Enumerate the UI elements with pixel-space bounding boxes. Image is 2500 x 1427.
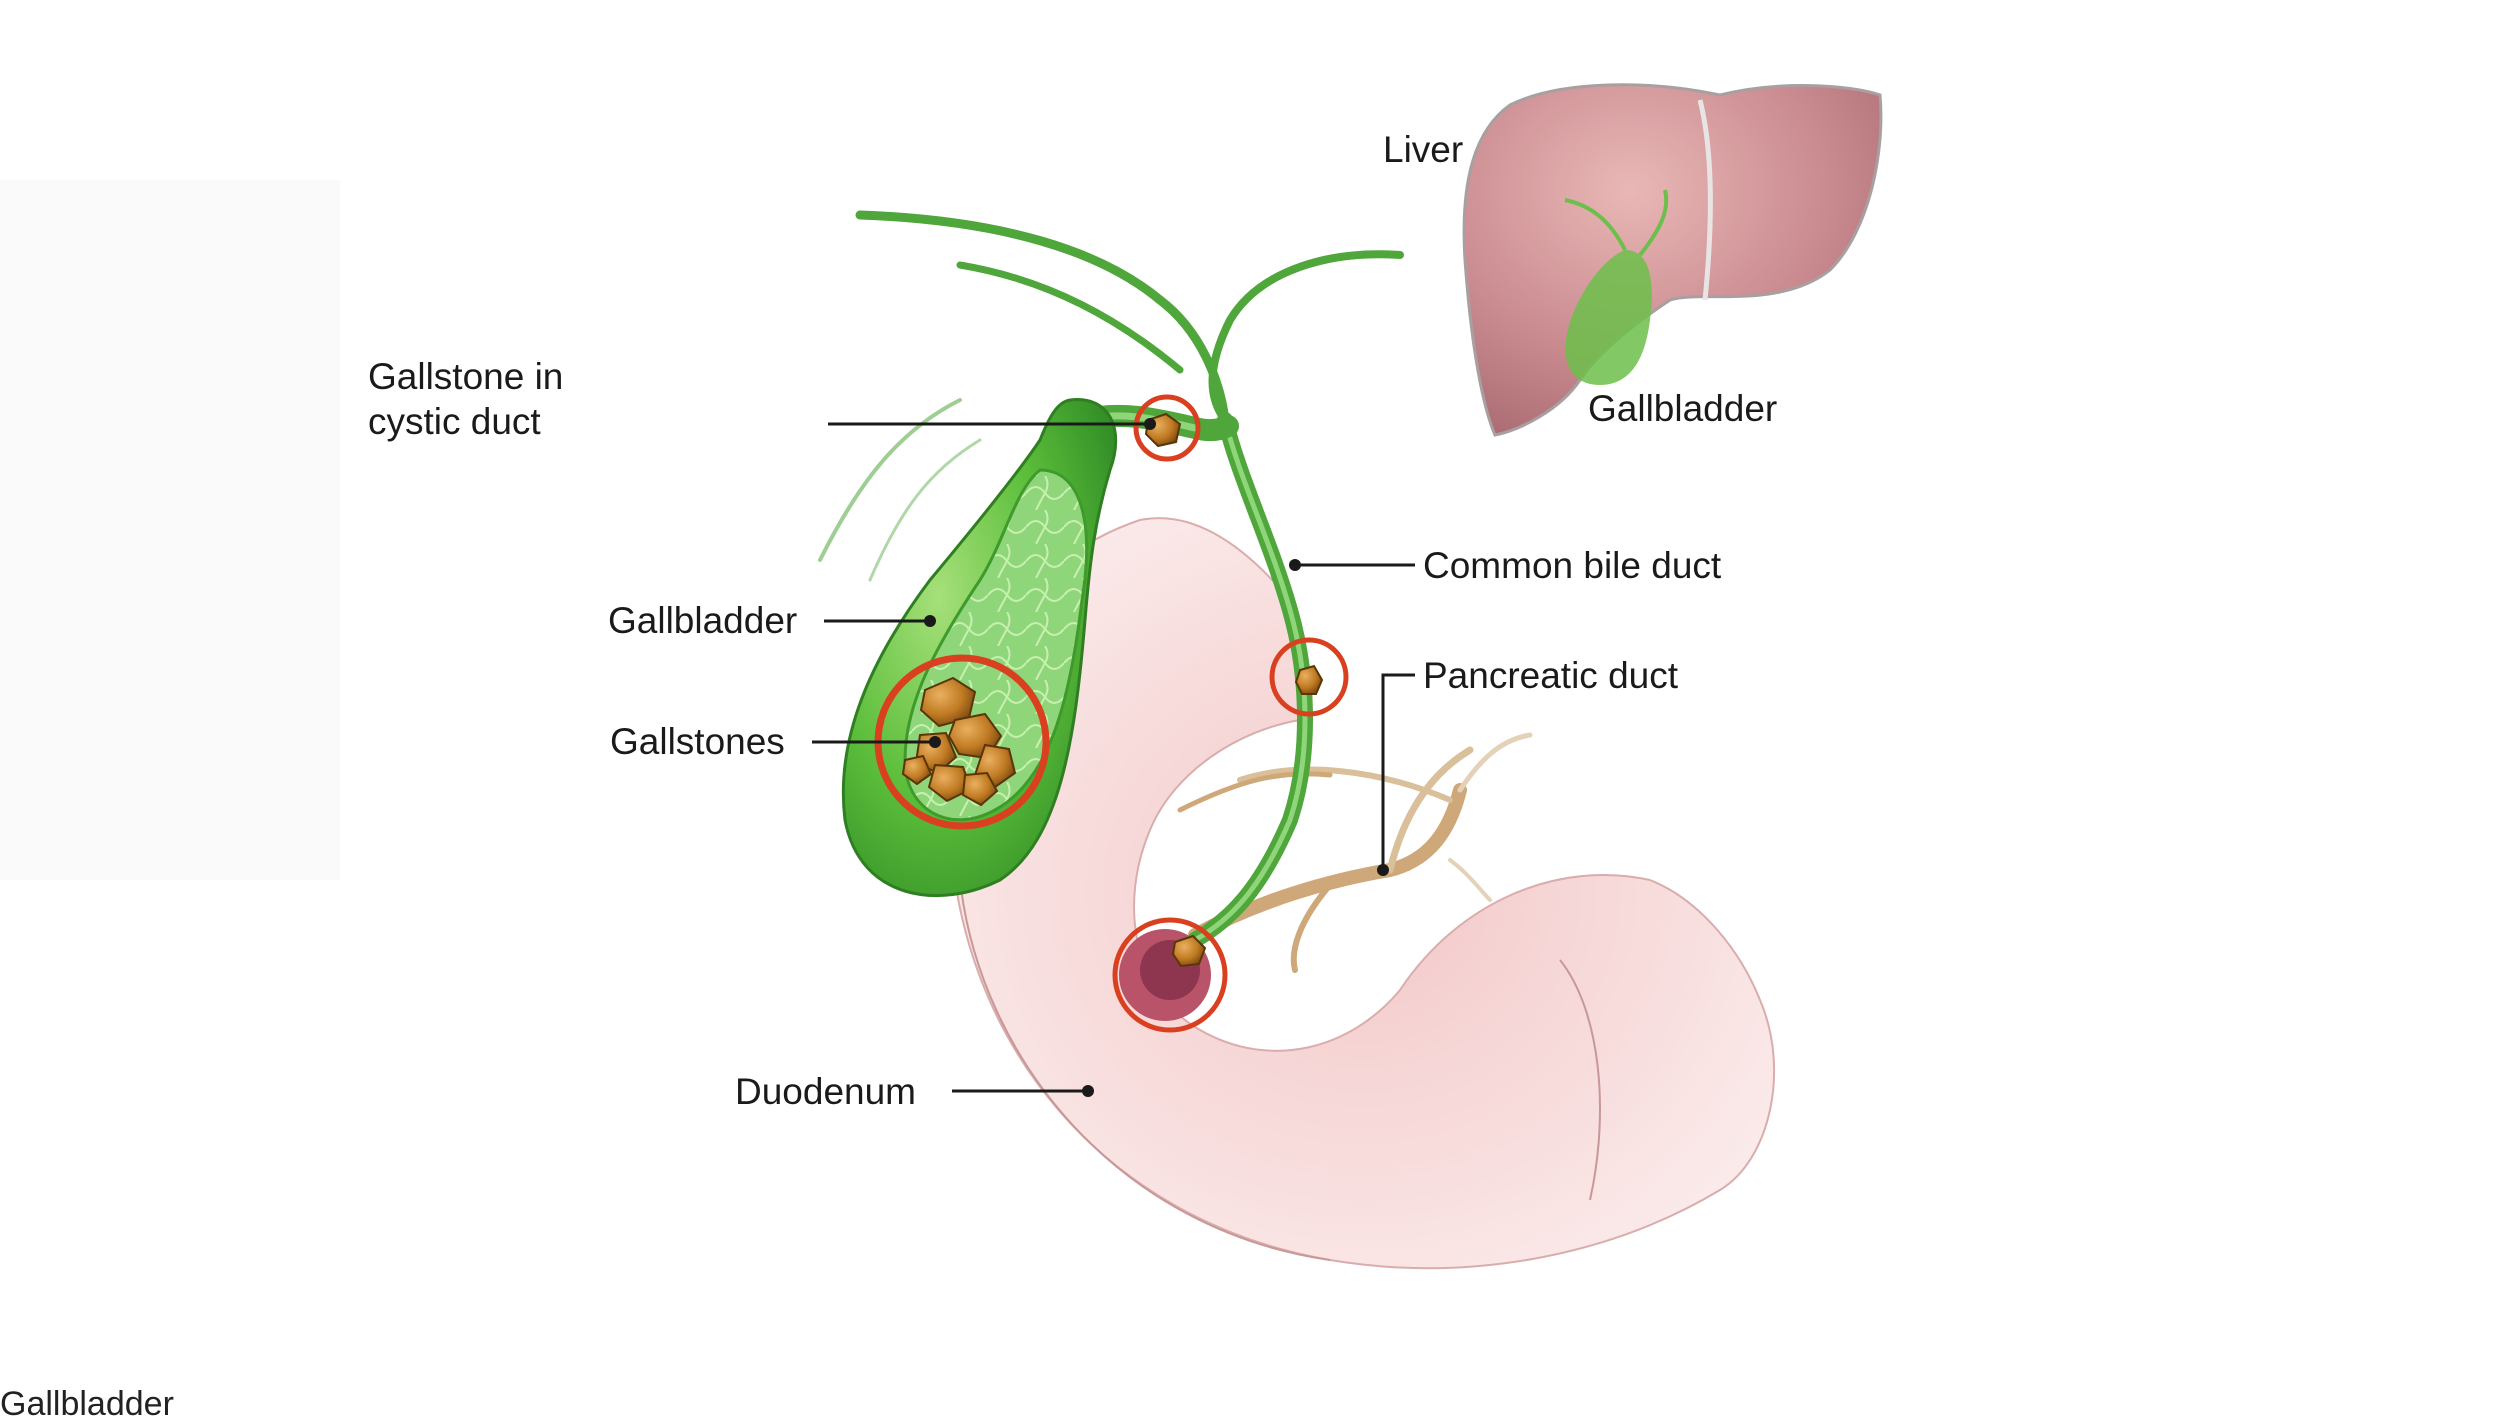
label-gallstones: Gallstones: [610, 721, 785, 762]
label-cystic-duct-stone: Gallstone in cystic duct: [368, 356, 564, 442]
leader-dot-icon: [1289, 559, 1301, 571]
background-wash: [0, 180, 340, 880]
gallstones-cluster: [901, 676, 1017, 807]
leader-dot-icon: [1144, 418, 1156, 430]
label-liver: Liver: [1383, 129, 1464, 170]
label-gallbladder-inset: Gallbladder: [1588, 388, 1778, 429]
ampulla-stone: [1171, 934, 1207, 968]
label-pancreatic-duct: Pancreatic duct: [1423, 655, 1679, 696]
leader-lines: [812, 422, 1415, 1093]
leader-dot-icon: [929, 736, 941, 748]
common-bile-duct-stone: [1294, 664, 1324, 695]
leader-dot-icon: [1082, 1085, 1094, 1097]
liver-inset: [1462, 83, 1883, 437]
label-common-bile-duct: Common bile duct: [1423, 545, 1722, 586]
leader-dot-icon: [924, 615, 936, 627]
label-duodenum: Duodenum: [735, 1071, 917, 1112]
corner-caption: Gallbladder: [0, 1385, 174, 1423]
label-gallbladder: Gallbladder: [608, 600, 798, 641]
leader-dot-icon: [1377, 864, 1389, 876]
highlight-ring-icon: [1133, 394, 1201, 462]
highlight-ring-icon: [1112, 917, 1228, 1033]
highlight-ring-icon: [1269, 637, 1349, 717]
duodenum: [948, 517, 1776, 1270]
bile-ducts: [818, 210, 1404, 948]
leader-dots: [924, 418, 1389, 1097]
